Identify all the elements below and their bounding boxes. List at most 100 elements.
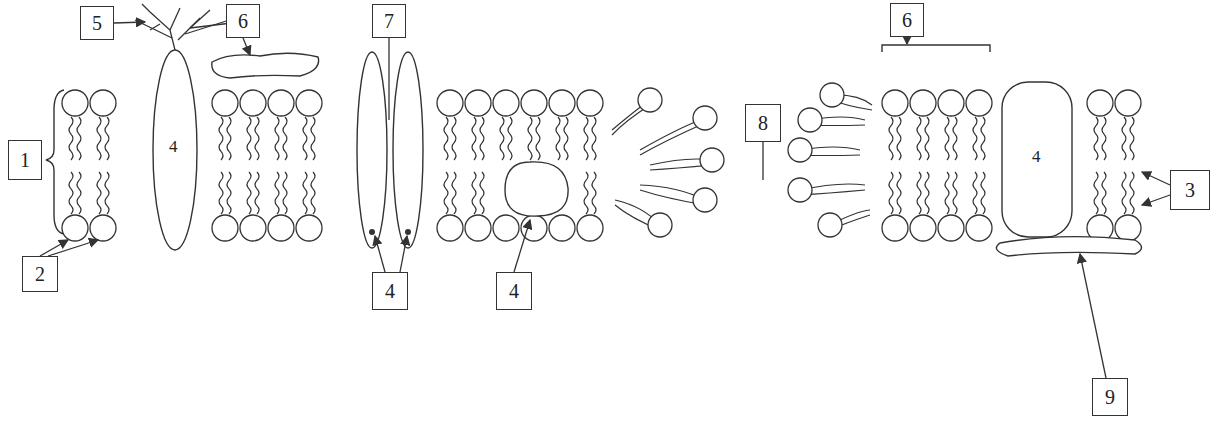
lipid-tail [311, 117, 315, 160]
lipid-tail [897, 172, 901, 214]
callout-number: 3 [1170, 170, 1210, 210]
carbohydrate-chain [170, 8, 180, 30]
lipid-tail [472, 117, 476, 160]
lipid-tail [452, 172, 456, 214]
integral-protein [1002, 82, 1072, 237]
lipid-head [549, 215, 575, 241]
peripheral-protein [505, 162, 568, 216]
lipid-head [437, 215, 463, 241]
lipid-tail [1122, 172, 1126, 214]
lipid-tail [889, 172, 893, 214]
lipid-tail [917, 172, 921, 214]
lipid-tail [640, 123, 705, 155]
channel-protein [357, 52, 387, 248]
lipid-head [693, 106, 717, 130]
bracket [882, 45, 990, 52]
lipid-tail [247, 172, 251, 214]
lipid-head [693, 188, 717, 212]
lipid-head [296, 90, 322, 116]
lipid-tail [500, 117, 504, 160]
lipid-tail [480, 172, 484, 214]
lipid-tail [452, 117, 456, 160]
leader-line [762, 142, 763, 180]
lipid-tail [77, 117, 81, 160]
leader-line [114, 22, 145, 23]
lipid-tail [981, 172, 985, 214]
carbohydrate-chain [142, 4, 150, 12]
lipid-tail [219, 117, 223, 160]
lipid-tail [283, 117, 287, 160]
lipid-tail [255, 117, 259, 160]
lipid-tail [556, 117, 560, 160]
protein-dot [369, 229, 375, 235]
leader-line [375, 236, 385, 272]
leader-line [48, 240, 98, 256]
cytoskeleton-filament [996, 237, 1141, 256]
lipid-tail [925, 172, 929, 214]
lipid-head [62, 90, 88, 116]
lipid-head [296, 215, 322, 241]
lipid-tail [472, 172, 476, 214]
lipid-tail [592, 117, 596, 160]
lipid-head [648, 213, 672, 237]
leader-line [906, 37, 907, 44]
protein-dot [405, 229, 411, 235]
lipid-head [700, 148, 724, 172]
lipid-tail [889, 117, 893, 160]
lipid-head [938, 90, 964, 116]
lipid-tail [77, 172, 81, 214]
callout-number: 1 [8, 140, 42, 180]
part-number: 4 [1030, 148, 1043, 167]
lipid-head [212, 215, 238, 241]
lipid-head [521, 90, 547, 116]
lipid-tail [917, 117, 921, 160]
callout-number: 4 [496, 272, 532, 310]
lipid-head [465, 90, 491, 116]
lipid-head [577, 215, 603, 241]
lipid-tail [275, 172, 279, 214]
lipid-tail [564, 117, 568, 160]
lipid-tail [1094, 172, 1098, 214]
lipid-head [910, 90, 936, 116]
lipid-head [240, 215, 266, 241]
carbohydrate-chain [150, 24, 160, 30]
lipid-head [638, 88, 662, 112]
lipid-tail [105, 117, 109, 160]
carbohydrate-chain [150, 12, 175, 50]
lipid-head [966, 90, 992, 116]
lipid-head [820, 83, 844, 107]
lipid-tail [1122, 117, 1126, 160]
lipid-head [910, 215, 936, 241]
lipid-tail [303, 117, 307, 160]
lipid-head [90, 215, 116, 241]
callout-number: 6 [890, 3, 924, 37]
lipid-tail [69, 117, 73, 160]
callout-number: 2 [22, 256, 58, 292]
lipid-tail [480, 117, 484, 160]
leader-line [243, 38, 250, 55]
lipid-tail [444, 117, 448, 160]
callout-number: 8 [745, 104, 781, 142]
carbohydrate-chain [190, 10, 210, 28]
bracket [46, 90, 64, 234]
lipid-head [465, 215, 491, 241]
lipid-tail [219, 172, 223, 214]
integral-protein [153, 50, 197, 250]
lipid-tail [945, 117, 949, 160]
callout-number: 9 [1092, 378, 1128, 416]
callout-number: 6 [226, 4, 260, 38]
lipid-head [240, 90, 266, 116]
lipid-head [788, 178, 812, 202]
lipid-tail [973, 117, 977, 160]
lipid-tail [897, 117, 901, 160]
lipid-tail [1130, 172, 1134, 214]
callout-number: 5 [80, 6, 114, 40]
channel-protein [393, 52, 423, 248]
lipid-head [493, 90, 519, 116]
lipid-head [90, 90, 116, 116]
leader-line [514, 220, 530, 272]
callout-number: 4 [372, 272, 408, 310]
lipid-head [212, 90, 238, 116]
